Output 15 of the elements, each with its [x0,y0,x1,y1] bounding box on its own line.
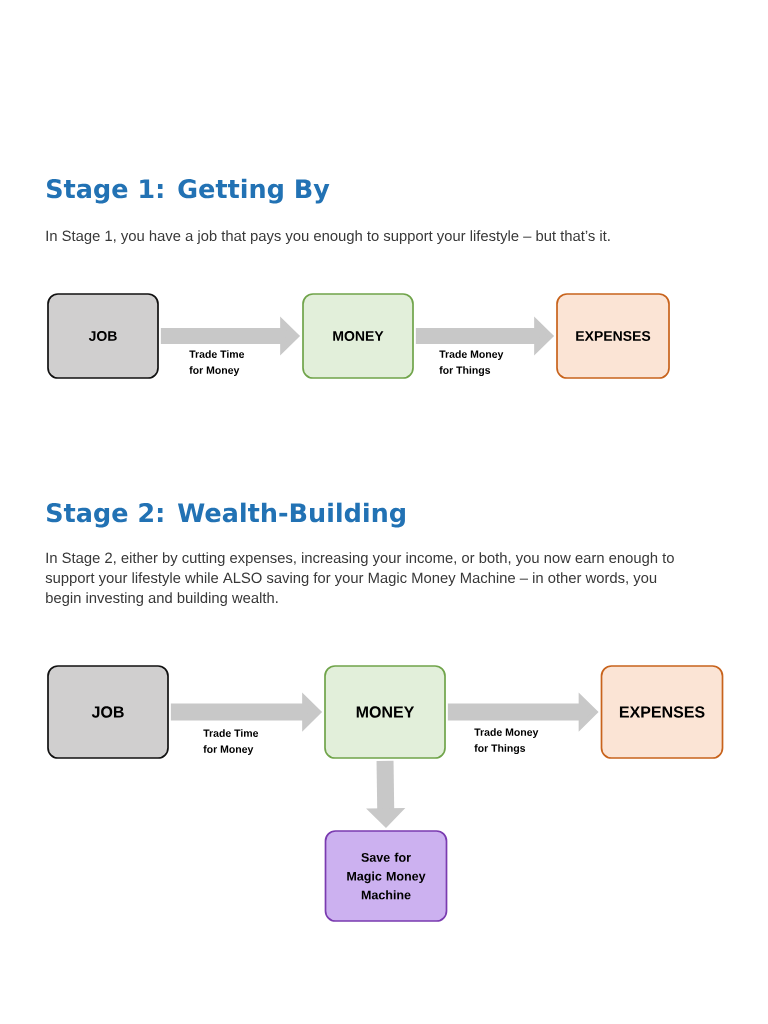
process-box: MONEY [324,665,446,759]
edge-label: Trade Money for Things [474,728,539,755]
process-box: JOB [47,293,159,379]
section-heading: Stage 2: Wealth-Building [47,502,405,528]
paragraph: In Stage 2, either by cutting expenses, increasing your income, or both, you now earn enough to support your lifestyle while ALSO saving for your Magic Money Machine – in other words, you begin investing and building wealth. [45,552,674,606]
process-box: MONEY [302,293,414,379]
process-box: EXPENSES [600,665,724,759]
process-box: JOB [47,665,169,759]
edge-label: Trade Time for Money [189,350,245,376]
paragraph: In Stage 1, you have a job that pays you enough to support your lifestyle – but that’s it. [46,230,610,244]
edge-label: Trade Money for Things [439,350,504,377]
process-box: Save for Magic Money Machine [324,830,448,922]
section-heading: Stage 1: Getting By [47,178,330,204]
process-box: EXPENSES [556,293,670,379]
edge-label: Trade Time for Money [203,729,259,755]
